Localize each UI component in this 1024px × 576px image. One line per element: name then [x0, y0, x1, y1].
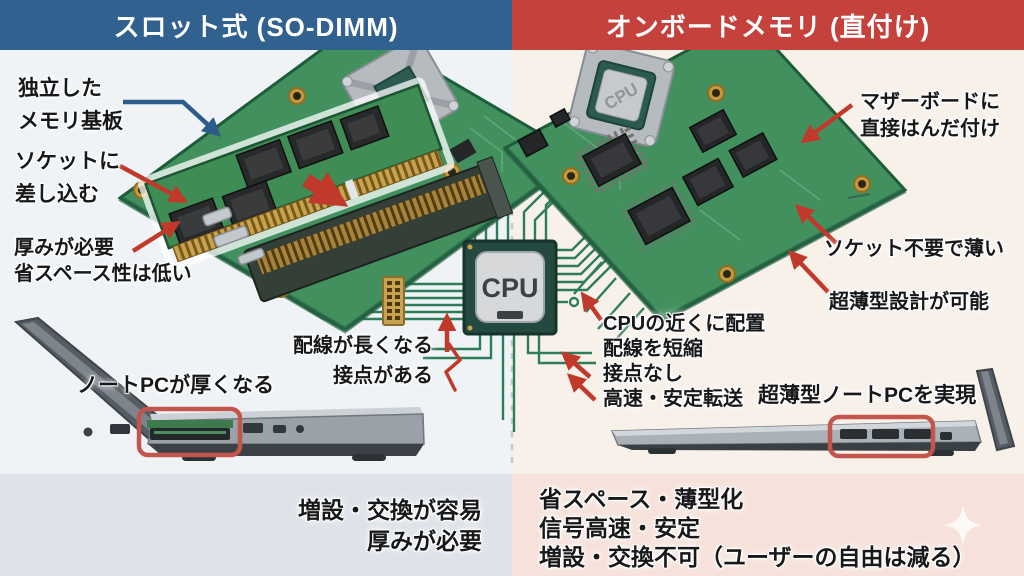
- solder-arrow: [800, 103, 854, 144]
- thickness-arrow: [131, 220, 181, 253]
- onboard-memory-chips-icon: [840, 429, 952, 440]
- memory-slot-highlight-box: [136, 406, 243, 458]
- cpu-near-arrow: [580, 291, 603, 322]
- insertion-direction-arrow: [302, 171, 349, 207]
- annotation-thin-design: 超薄型設計が可能: [829, 291, 989, 313]
- annotation-thickness: 厚みが必要 省スペース性は低い: [14, 237, 192, 285]
- onboard-motherboard-illustration: CPU: [502, 16, 908, 324]
- thick-laptop-illustration: [13, 316, 425, 461]
- header-onboard-type: オンボードメモリ (直付け): [512, 0, 1024, 50]
- contact-zigzag-icon: [444, 342, 462, 392]
- left-summary-strip: [0, 474, 512, 576]
- laptop-port-icon: [110, 424, 130, 434]
- annotation-thin-laptop: 超薄型ノートPCを実現: [758, 384, 977, 407]
- annotation-socket-insert: ソケットに 差し込む: [15, 150, 120, 206]
- laptop-port-icon: [83, 427, 93, 437]
- annotation-independent-board: 独立した メモリ基板: [18, 77, 123, 133]
- no-socket-arrow: [794, 204, 838, 245]
- annotation-soldered: マザーボードに 直接はんだ付け: [860, 91, 1000, 140]
- independent-board-arrow: [123, 99, 222, 137]
- socket-insert-arrow: [118, 164, 188, 203]
- laptop-port-icon: [243, 423, 263, 433]
- no-contact-arrow: [566, 373, 597, 402]
- sodimm-socket: [243, 156, 514, 303]
- short-wiring-arrow: [560, 351, 592, 379]
- onboard-memory-highlight-box: [827, 414, 936, 459]
- socket-clip: [202, 206, 265, 266]
- laptop-port-icon: [273, 425, 286, 433]
- thin-design-arrow: [788, 249, 830, 294]
- summary-onboard-type: 省スペース・薄型化 信号高速・安定 増設・交換不可（ユーザーの自由は減る）: [539, 486, 976, 570]
- soldered-memory-chips: [517, 107, 778, 254]
- laptop-port-icon: [296, 425, 304, 433]
- annotation-thick-laptop: ノートPCが厚くなる: [77, 374, 275, 397]
- right-board-cpu-icon: [568, 41, 675, 147]
- connector-contacts-icon: [382, 276, 405, 326]
- sodimm-motherboard-illustration: [117, 23, 583, 334]
- right-summary-strip: [512, 474, 1024, 576]
- annotation-long-wiring: 配線が長くなる 接点がある: [293, 335, 433, 387]
- header-slot-type: スロット式 (SO-DIMM): [0, 0, 512, 50]
- screw-holes: [562, 84, 871, 283]
- annotation-arrows: [118, 99, 854, 402]
- cpu-chip-icon: CPU: [462, 239, 558, 336]
- annotation-no-socket: ソケット不要で薄い: [824, 238, 1004, 260]
- cpu-label: CPU: [481, 273, 538, 303]
- sparkle-icon: [944, 505, 982, 545]
- summary-slot-type: 増設・交換が容易 厚みが必要: [298, 497, 482, 554]
- thin-laptop-illustration: [610, 367, 1016, 459]
- annotation-cpu-benefits: CPUの近くに配置 配線を短縮 接点なし 高速・安定転送: [603, 313, 766, 410]
